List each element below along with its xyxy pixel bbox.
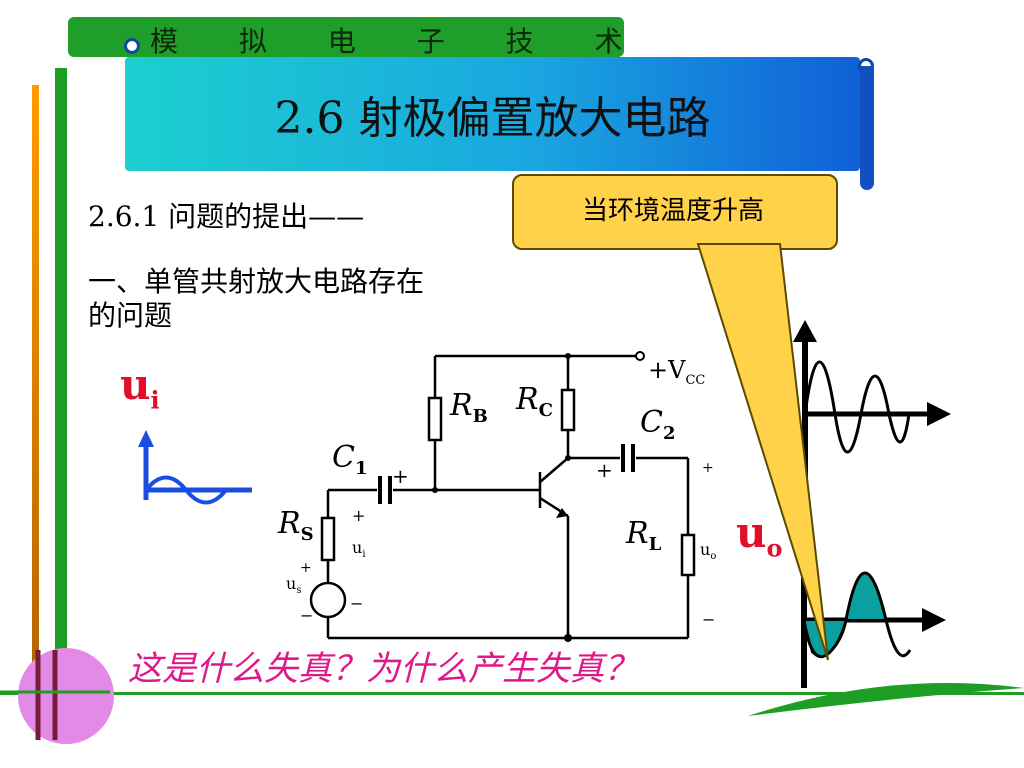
rb-label: RB [450, 388, 488, 427]
rl-label: RL [626, 516, 662, 555]
distortion-question: 这是什么失真？为什么产生失真？ [128, 649, 638, 689]
orange-side-bar [32, 85, 39, 721]
green-side-bar [55, 68, 67, 728]
us-minus-sign: − [350, 594, 364, 613]
rc-label: RC [516, 382, 553, 421]
c1-plus-sign: + [392, 464, 409, 488]
input-waveform [138, 430, 252, 505]
green-swoosh [748, 682, 1024, 716]
callout-box [512, 174, 838, 250]
problem-line-2: 的问题 [88, 299, 173, 332]
uo-node-label: uo [700, 540, 717, 563]
ce-amplifier-circuit [309, 351, 696, 642]
ui-plus-sign: + [352, 506, 366, 525]
uo-minus-sign: − [702, 610, 716, 629]
c2-plus-sign: + [596, 458, 613, 482]
rs-label: RS [278, 506, 314, 545]
slide-title: 2.6 射极偏置放大电路 [274, 93, 711, 144]
us-source-label: us [286, 574, 302, 597]
output-wave-label: uo [736, 508, 783, 563]
input-wave-label: ui [120, 360, 160, 415]
course-title: 模 拟 电 子 技 术 [150, 25, 649, 58]
banner-curl-left [124, 38, 140, 54]
pink-circle-decoration [18, 648, 114, 744]
banner-roll [860, 66, 874, 190]
callout-text: 当环境温度升高 [581, 196, 764, 226]
problem-line-1: 一、单管共射放大电路存在 [88, 265, 425, 298]
bottom-left-ornament [0, 650, 110, 740]
vcc-label: +VCC [648, 356, 706, 388]
output-waveform-distorted [801, 570, 946, 688]
section-title: 2.6.1 问题的提出—— [88, 200, 365, 233]
c2-label: C2 [640, 405, 676, 444]
c1-label: C1 [332, 440, 368, 479]
problem-statement: 一、单管共射放大电路存在 的问题 [88, 265, 508, 333]
callout-pointer [696, 243, 829, 661]
course-title-bar [68, 17, 624, 57]
uo-plus-sign: + [702, 460, 714, 476]
ui-node-label: ui [352, 538, 366, 561]
us-plus-sign: + [300, 560, 312, 576]
ground-minus-sign: − [300, 606, 314, 625]
title-banner [125, 57, 860, 171]
collector-waveform [793, 320, 951, 488]
green-bottom-line [0, 692, 1024, 695]
